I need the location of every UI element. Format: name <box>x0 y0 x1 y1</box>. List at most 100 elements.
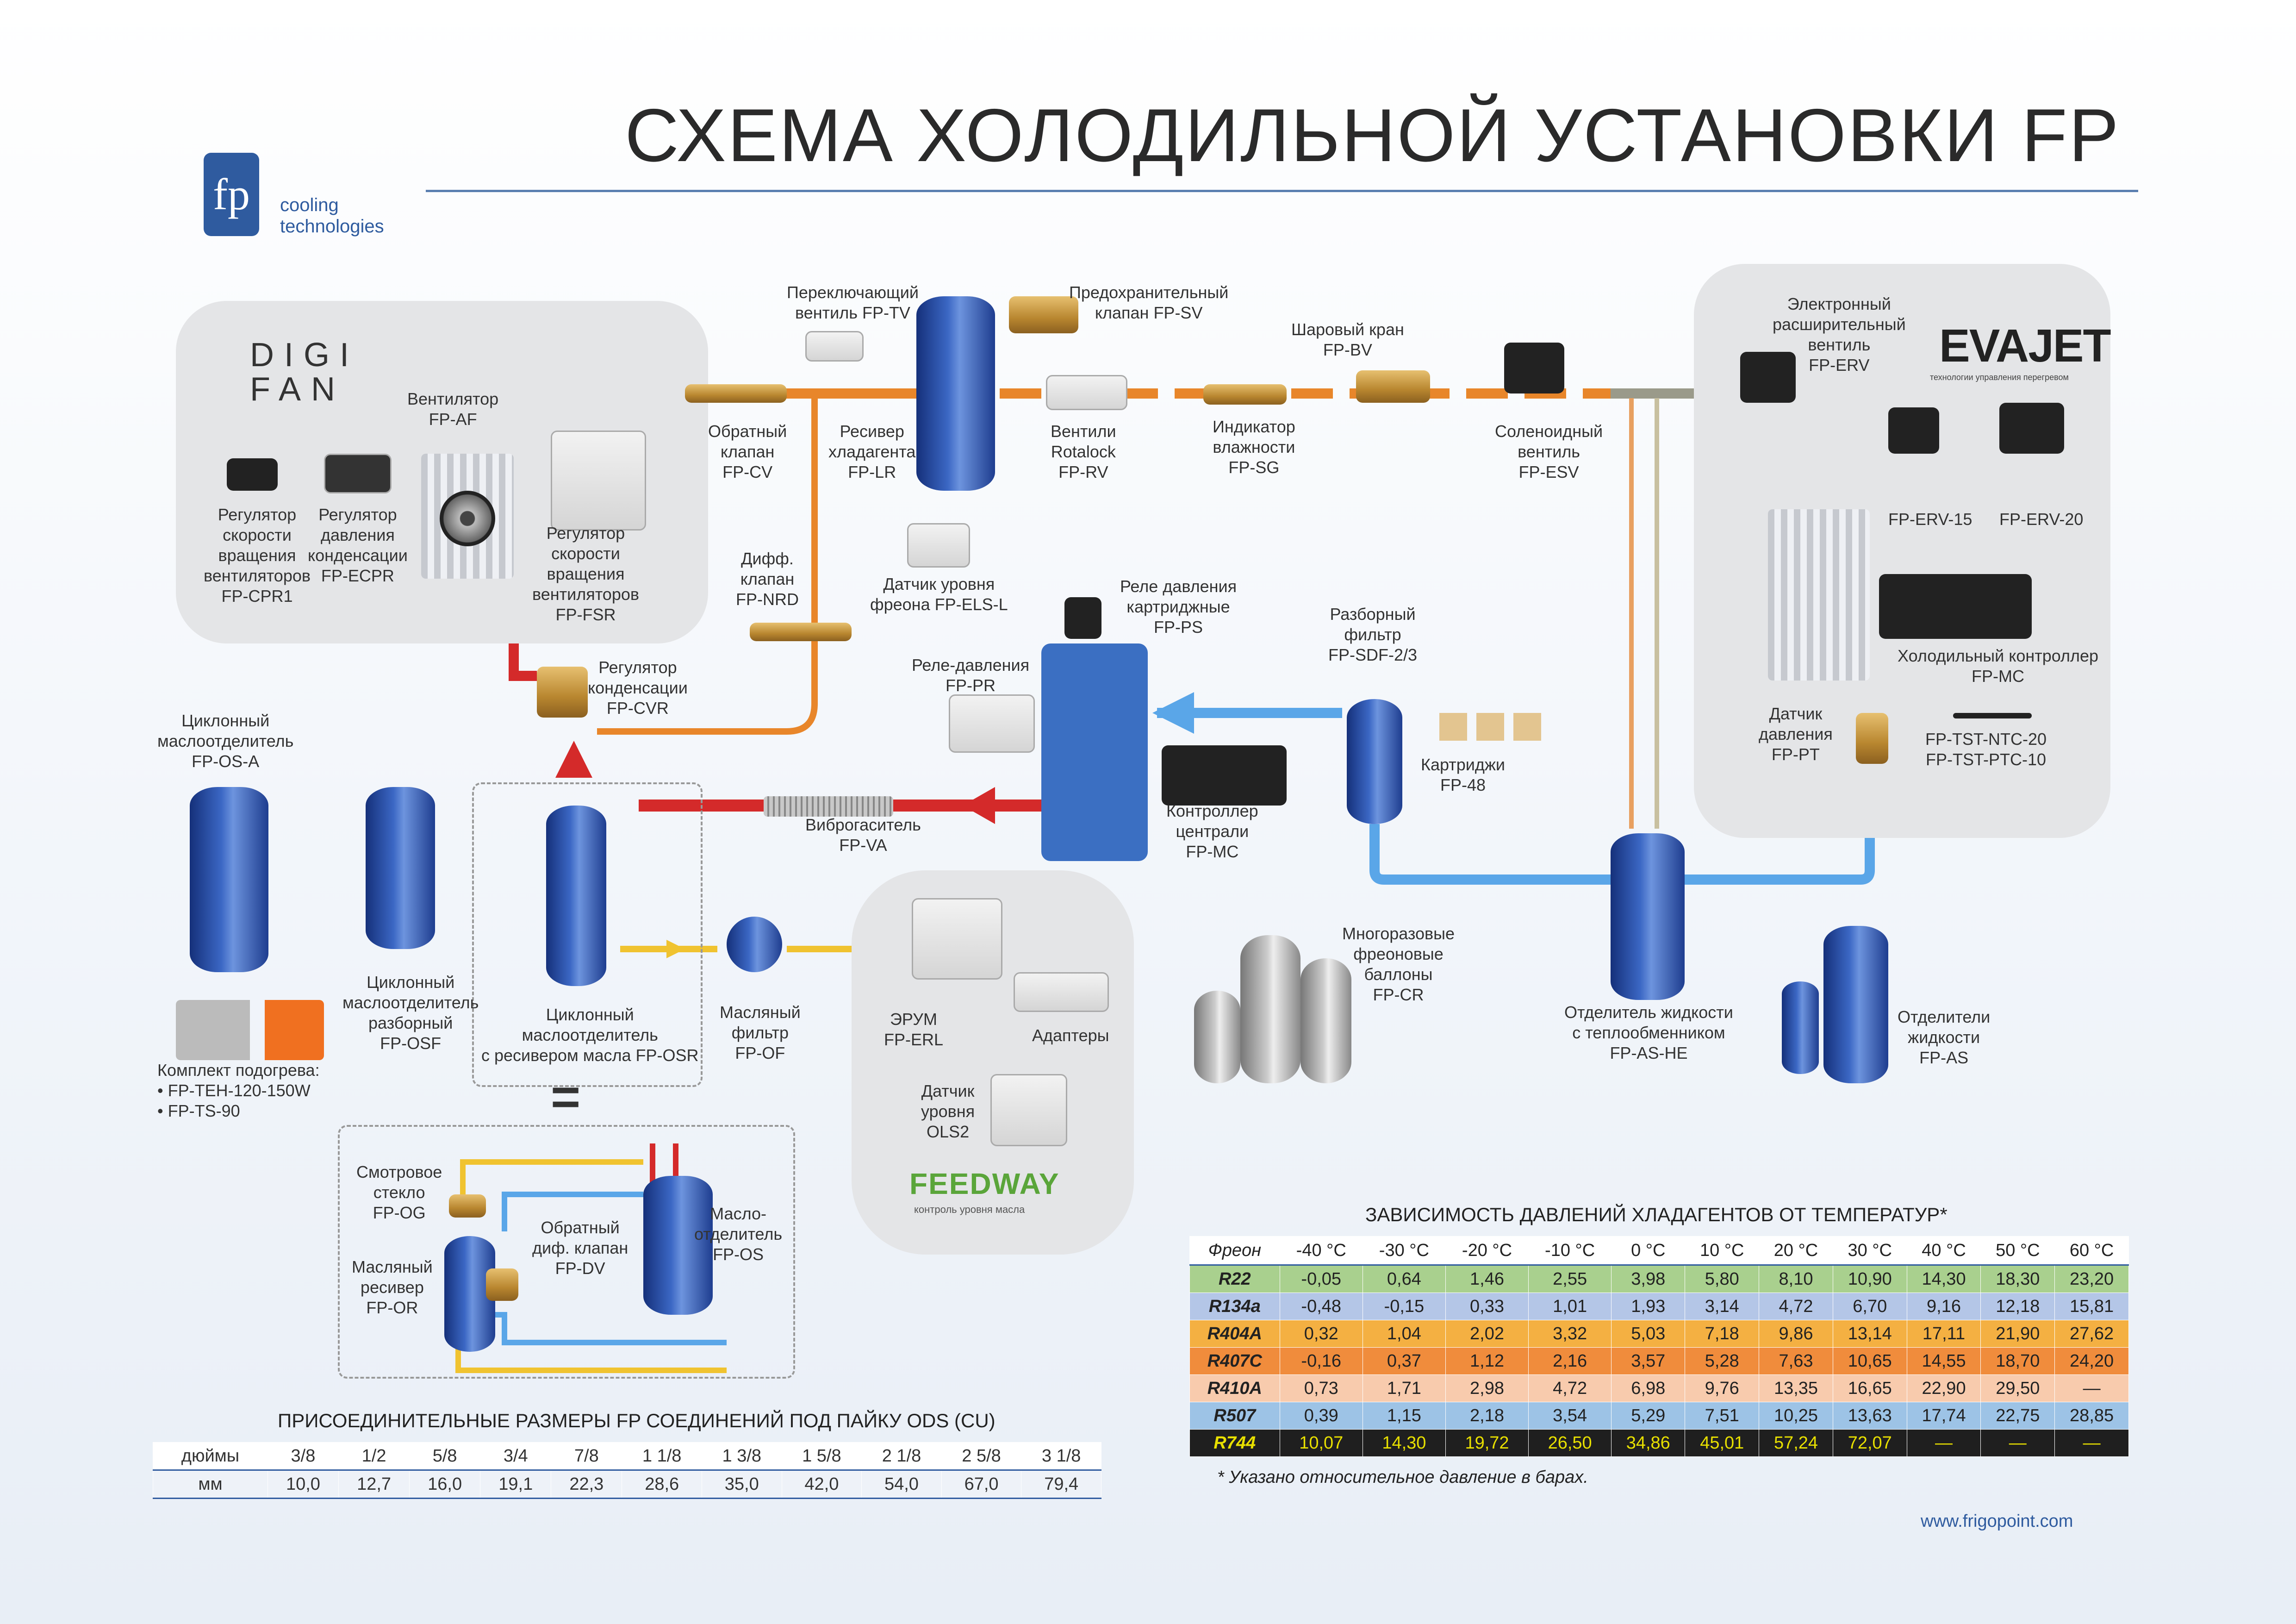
label-line: • FP-TS-90 <box>157 1101 240 1120</box>
label-line: Обратный <box>708 422 787 441</box>
label-line: Индикатор <box>1213 417 1295 436</box>
label-line: Масло- <box>710 1204 766 1223</box>
pressure-note: * Указано относительное давление в барах… <box>1217 1468 1588 1487</box>
fp-els-sensor <box>907 523 970 568</box>
label-line: Комплект подогрева: <box>157 1061 320 1080</box>
label-fp-of: Масляный фильтр FP-OF <box>720 1002 801 1063</box>
pressure-cell: 5,03 <box>1611 1320 1686 1348</box>
pressure-cell: 15,81 <box>2054 1293 2129 1320</box>
label-line: фильтр <box>731 1023 789 1042</box>
label-line: фреоновые <box>1353 944 1444 963</box>
pressure-cell: 26,50 <box>1528 1429 1612 1457</box>
label-line: с теплообменником <box>1572 1023 1725 1042</box>
label-line: расширительный <box>1773 315 1906 334</box>
pressure-cell: 12,18 <box>1980 1293 2055 1320</box>
label-fp-osf: Циклонный маслоотделитель разборный FP-O… <box>342 972 479 1054</box>
pressure-cell: 9,16 <box>1906 1293 1981 1320</box>
label-line: Rotalock <box>1051 442 1116 461</box>
ods-cell: 10,0 <box>267 1470 339 1499</box>
label-line: Электронный <box>1787 294 1891 313</box>
pressure-header-cell: Фреон <box>1189 1236 1280 1266</box>
label-line: FP-AF <box>429 410 477 429</box>
refrigerant-name: R404A <box>1189 1320 1280 1348</box>
ods-cell: 3 1/8 <box>1021 1442 1101 1471</box>
ods-cell: 3/4 <box>480 1442 552 1471</box>
label-fp-erv15: FP-ERV-15 <box>1888 509 1972 530</box>
label-line: клапан <box>740 569 795 588</box>
fp-cr-cylinder-small <box>1194 991 1240 1083</box>
compressor-rack <box>1041 643 1148 861</box>
heat-kit-image <box>176 1000 324 1060</box>
label-line: FP-ERL <box>884 1030 944 1049</box>
pressure-cell: — <box>1906 1429 1981 1457</box>
pressure-cell: — <box>2054 1374 2129 1402</box>
label-fp-cv: Обратный клапан FP-CV <box>708 421 787 482</box>
pressure-cell: 14,55 <box>1906 1347 1981 1375</box>
label-line: Масляный <box>720 1003 801 1022</box>
pressure-cell: 3,98 <box>1611 1265 1686 1293</box>
pressure-cell: 0,39 <box>1279 1402 1363 1430</box>
ods-cell: 35,0 <box>701 1470 782 1499</box>
pressure-cell: 22,90 <box>1906 1374 1981 1402</box>
label-line: FP-CR <box>1373 985 1424 1004</box>
label-fp-els: Датчик уровня фреона FP-ELS-L <box>870 574 1008 615</box>
label-line: Шаровый кран <box>1291 320 1404 339</box>
fp-osr-separator <box>546 806 606 986</box>
label-line: скорости <box>551 544 620 563</box>
orange-nrd-line <box>597 394 818 735</box>
website-link[interactable]: www.frigopoint.com <box>1921 1512 2073 1531</box>
label-line: FP-MC <box>1972 667 2025 686</box>
label-line: FP-FSR <box>555 605 616 624</box>
label-line: Смотровое <box>356 1162 442 1181</box>
label-line: Циклонный <box>181 711 270 730</box>
pressure-header-cell: -20 °C <box>1445 1236 1529 1266</box>
feedway-subtitle: контроль уровня масла <box>914 1204 1025 1215</box>
pressure-cell: 0,32 <box>1279 1320 1363 1348</box>
pressure-cell: — <box>1980 1429 2055 1457</box>
ods-cell: 42,0 <box>781 1470 862 1499</box>
label-line: фреона FP-ELS-L <box>870 595 1008 614</box>
label-fp-af: Вентилятор FP-AF <box>407 389 498 430</box>
pressure-cell: 9,86 <box>1759 1320 1833 1348</box>
pressure-cell: 13,14 <box>1832 1320 1907 1348</box>
ods-cell: 79,4 <box>1021 1470 1101 1499</box>
label-line: вентиль <box>1808 335 1871 354</box>
pressure-cell: 1,04 <box>1362 1320 1446 1348</box>
label-line: Отделитель жидкости <box>1564 1003 1733 1022</box>
pressure-cell: — <box>2054 1429 2129 1457</box>
pressure-cell: 24,20 <box>2054 1347 2129 1375</box>
evajet-brand: EVAJET <box>1939 320 2111 372</box>
fp-cv-valve <box>685 384 787 403</box>
label-line: разборный <box>368 1013 453 1032</box>
label-line: вращения <box>547 564 625 583</box>
label-line: Датчик <box>1769 704 1823 723</box>
label-line: конденсации <box>588 678 688 697</box>
label-fp-nrd: Дифф. клапан FP-NRD <box>736 549 799 610</box>
ods-row-label: мм <box>153 1470 268 1499</box>
fp-sv-valve <box>1009 296 1078 333</box>
pressure-cell: 1,15 <box>1362 1402 1446 1430</box>
fp-mc-central-controller <box>1162 745 1287 806</box>
pressure-cell: -0,16 <box>1279 1347 1363 1375</box>
pressure-cell: 6,70 <box>1832 1293 1907 1320</box>
pressure-header-cell: 20 °C <box>1759 1236 1833 1266</box>
label-fp-as-he: Отделитель жидкости с теплообменником FP… <box>1564 1002 1733 1063</box>
fp-sg-indicator <box>1203 384 1287 405</box>
label-fp-pr: Реле-давления FP-PR <box>912 655 1029 696</box>
label-fp-ecpr: Регулятор давления конденсации FP-ECPR <box>308 505 408 586</box>
label-line: Регулятор <box>318 505 397 524</box>
label-line: маслоотделитель <box>522 1025 658 1044</box>
label-line: Дифф. <box>741 549 794 568</box>
pressure-cell: 2,16 <box>1528 1347 1612 1375</box>
label-line: конденсации <box>308 546 408 565</box>
pressure-cell: -0,15 <box>1362 1293 1446 1320</box>
fp-as-he-separator <box>1611 833 1685 1000</box>
label-fp-mc: Холодильный контроллер FP-MC <box>1898 646 2098 687</box>
fp-pr-switch <box>949 694 1035 753</box>
label-line: Реле давления <box>1120 577 1237 596</box>
pressure-cell: 1,12 <box>1445 1347 1529 1375</box>
fp-dv-valve <box>486 1268 518 1301</box>
fp-lr-receiver <box>916 296 995 491</box>
